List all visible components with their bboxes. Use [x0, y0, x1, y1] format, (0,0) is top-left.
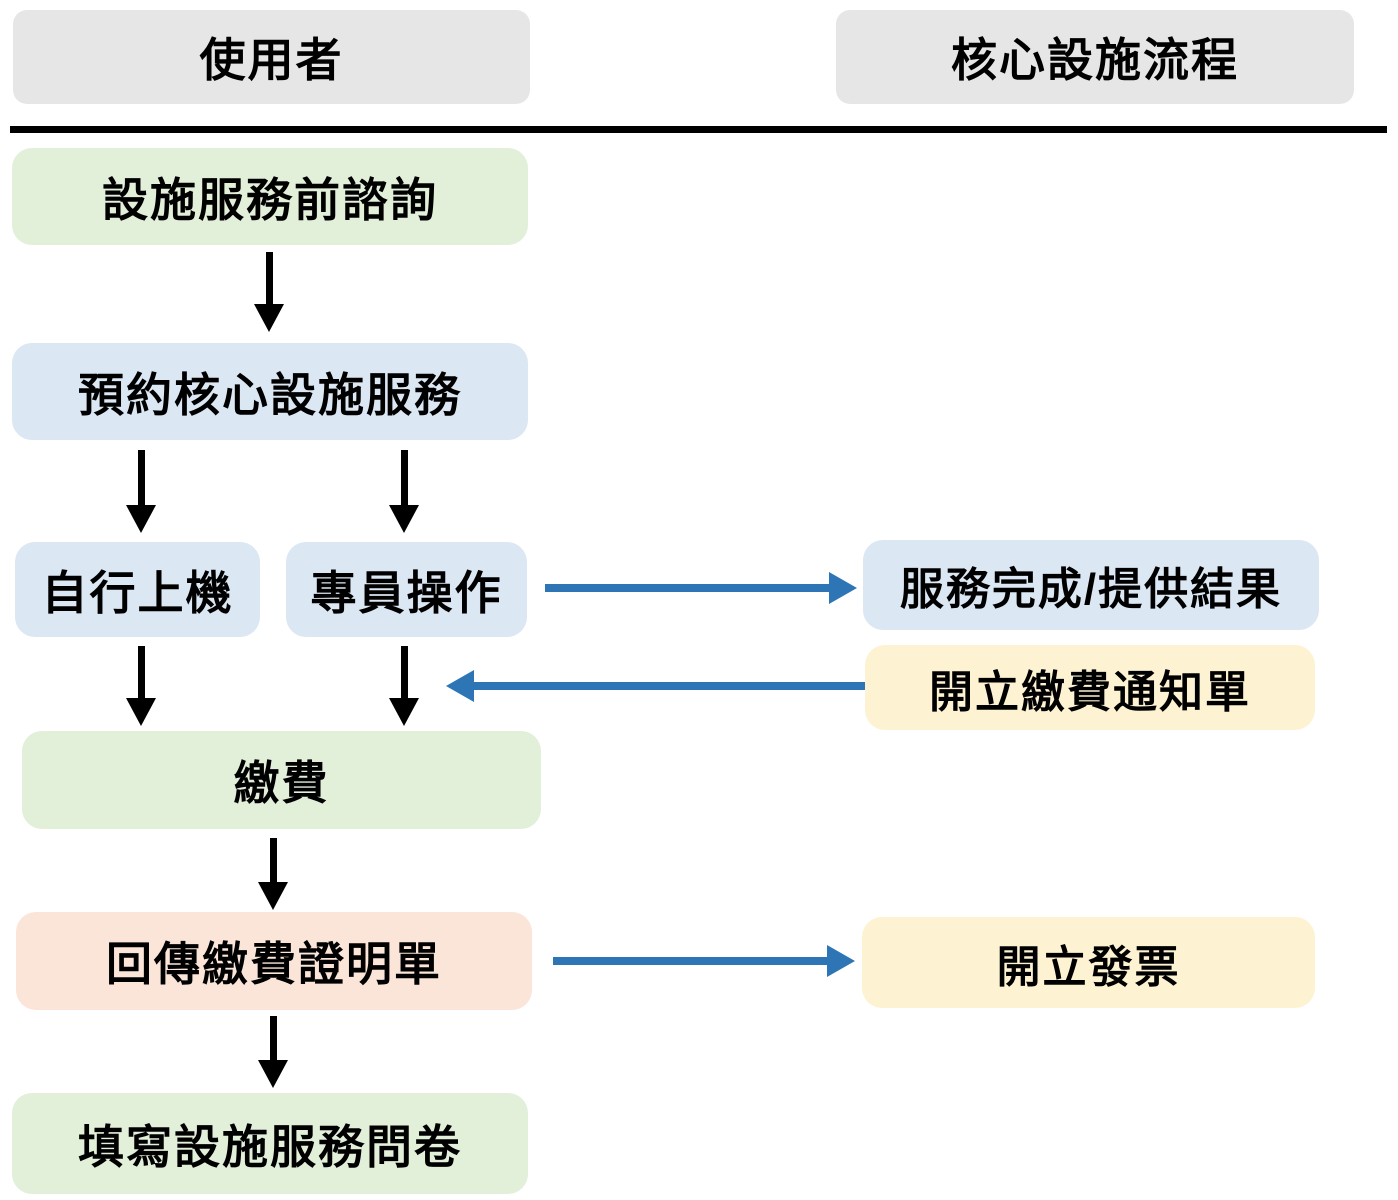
arrow-left-notice-to-flow-icon — [446, 670, 865, 702]
arrow-down-booking-to-self-icon — [126, 450, 156, 533]
node-book-core-facility-service: 預約核心設施服務 — [12, 343, 528, 440]
arrow-down-payment-to-proof-icon — [258, 838, 288, 910]
node-fill-service-questionnaire: 填寫設施服務問卷 — [12, 1093, 528, 1194]
node-payment: 繳費 — [22, 731, 541, 829]
node-return-payment-proof: 回傳繳費證明單 — [16, 912, 532, 1010]
lane-header-user: 使用者 — [13, 10, 530, 104]
node-service-complete-provide-results: 服務完成/提供結果 — [863, 540, 1319, 630]
arrow-down-specialist-to-payment-icon — [389, 646, 419, 726]
arrow-right-specialist-to-complete-icon — [545, 572, 857, 604]
node-specialist-operation: 專員操作 — [286, 542, 527, 637]
arrow-right-proof-to-invoice-icon — [553, 945, 855, 977]
arrow-down-consult-to-booking-icon — [254, 252, 284, 332]
node-issue-payment-notice: 開立繳費通知單 — [865, 645, 1315, 730]
arrow-down-proof-to-questionnaire-icon — [258, 1016, 288, 1088]
node-self-operation: 自行上機 — [15, 542, 260, 637]
arrow-down-booking-to-specialist-icon — [389, 450, 419, 533]
lane-divider-line — [10, 126, 1387, 133]
node-pre-service-consultation: 設施服務前諮詢 — [12, 148, 528, 245]
lane-header-core-facility: 核心設施流程 — [836, 10, 1354, 104]
arrow-down-self-to-payment-icon — [126, 646, 156, 726]
node-issue-invoice: 開立發票 — [862, 917, 1315, 1008]
